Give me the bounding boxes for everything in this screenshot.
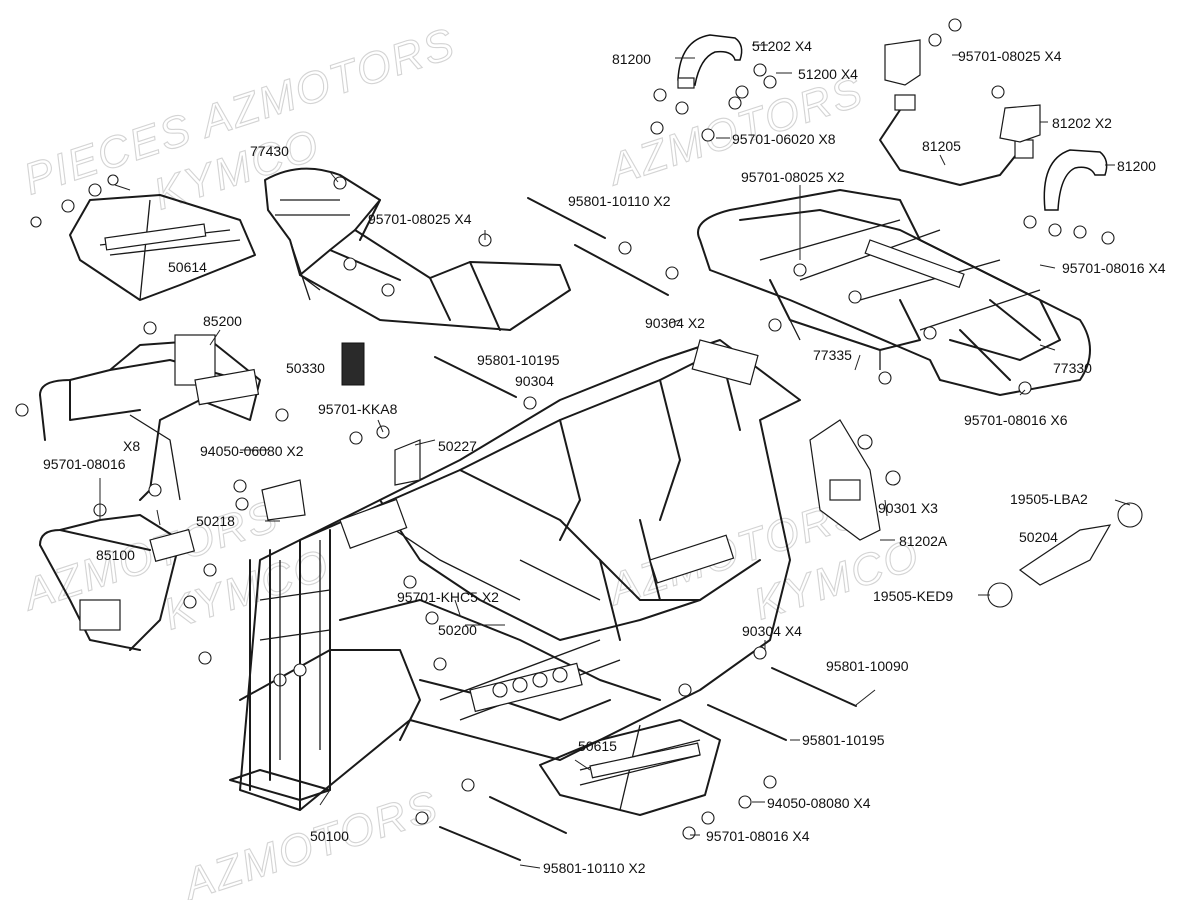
label-77330: 77330 <box>1053 360 1092 376</box>
footrest-50614 <box>69 194 256 301</box>
front-rack-77430 <box>264 167 571 331</box>
label-95701-08016-x4-right: 95701-08016 X4 <box>1062 260 1166 276</box>
label-95701-08016-x4-bottom: 95701-08016 X4 <box>706 828 810 844</box>
part-labels: 81200 51202 X4 51200 X4 95701-08025 X4 8… <box>43 38 1166 876</box>
label-50204: 50204 <box>1019 529 1058 545</box>
grab-handle-81200-top <box>677 34 743 89</box>
label-95801-10195-bottom: 95801-10195 <box>802 732 885 748</box>
label-50218: 50218 <box>196 513 235 529</box>
label-50615: 50615 <box>578 738 617 754</box>
rear-rack-support-77335 <box>769 279 921 370</box>
bracket-81202 <box>884 39 1041 143</box>
label-77335: 77335 <box>813 347 852 363</box>
part-50204 <box>987 502 1143 608</box>
label-81202a: 81202A <box>899 533 948 549</box>
label-94050-06080: 94050-06080 X2 <box>200 443 304 459</box>
main-frame-50100 <box>229 339 801 811</box>
label-50614: 50614 <box>168 259 207 275</box>
part-50330 <box>341 342 365 386</box>
label-90304-x2: 90304 X2 <box>645 315 705 331</box>
label-51200: 51200 X4 <box>798 66 858 82</box>
label-95801-10090: 95801-10090 <box>826 658 909 674</box>
label-95701-06020: 95701-06020 X8 <box>732 131 836 147</box>
label-95701-08025-x4-mid: 95701-08025 X4 <box>368 211 472 227</box>
bracket-50218 <box>261 479 306 521</box>
label-77430: 77430 <box>250 143 289 159</box>
label-50330: 50330 <box>286 360 325 376</box>
label-95801-10110-bottom: 95801-10110 X2 <box>543 860 646 876</box>
label-95701-khc5: 95701-KHC5 X2 <box>397 589 499 605</box>
front-bumper-85200 <box>39 334 261 501</box>
label-50100: 50100 <box>310 828 349 844</box>
label-90301: 90301 X3 <box>878 500 938 516</box>
watermark-layer: PIECES AZMOTORS KYMCO AZMOTORS AZMOTORS … <box>15 18 927 900</box>
label-81200-right: 81200 <box>1117 158 1156 174</box>
label-90304-x4: 90304 X4 <box>742 623 802 639</box>
label-x8: X8 <box>123 438 140 454</box>
rear-rack-77330 <box>697 189 1091 396</box>
label-95701-08016-x6: 95701-08016 X6 <box>964 412 1068 428</box>
bracket-50227 <box>394 439 421 486</box>
label-19505-ked9: 19505-KED9 <box>873 588 953 604</box>
grab-handle-81200-right <box>1043 149 1108 211</box>
front-bumper-85100 <box>39 514 196 651</box>
skid-plate-81202A <box>809 419 881 541</box>
label-81200-top: 81200 <box>612 51 651 67</box>
label-95801-10195-top: 95801-10195 <box>477 352 560 368</box>
bracket-81205 <box>879 94 1034 186</box>
label-50200: 50200 <box>438 622 477 638</box>
footrest-50615 <box>539 719 721 816</box>
label-81205: 81205 <box>922 138 961 154</box>
label-50227: 50227 <box>438 438 477 454</box>
label-94050-08080: 94050-08080 X4 <box>767 795 871 811</box>
label-85100: 85100 <box>96 547 135 563</box>
label-81202-x2: 81202 X2 <box>1052 115 1112 131</box>
label-95701-08025-x2: 95701-08025 X2 <box>741 169 845 185</box>
label-85200: 85200 <box>203 313 242 329</box>
label-51202: 51202 X4 <box>752 38 812 54</box>
label-19505-lba2: 19505-LBA2 <box>1010 491 1088 507</box>
label-95701-kka8: 95701-KKA8 <box>318 401 398 417</box>
long-bolts <box>434 197 857 861</box>
label-95801-10110-top: 95801-10110 X2 <box>568 193 671 209</box>
label-95701-08025-x4-top: 95701-08025 X4 <box>958 48 1062 64</box>
label-90304-mid: 90304 <box>515 373 554 389</box>
leader-lines <box>99 44 1131 869</box>
label-95701-08016-left: 95701-08016 <box>43 456 126 472</box>
